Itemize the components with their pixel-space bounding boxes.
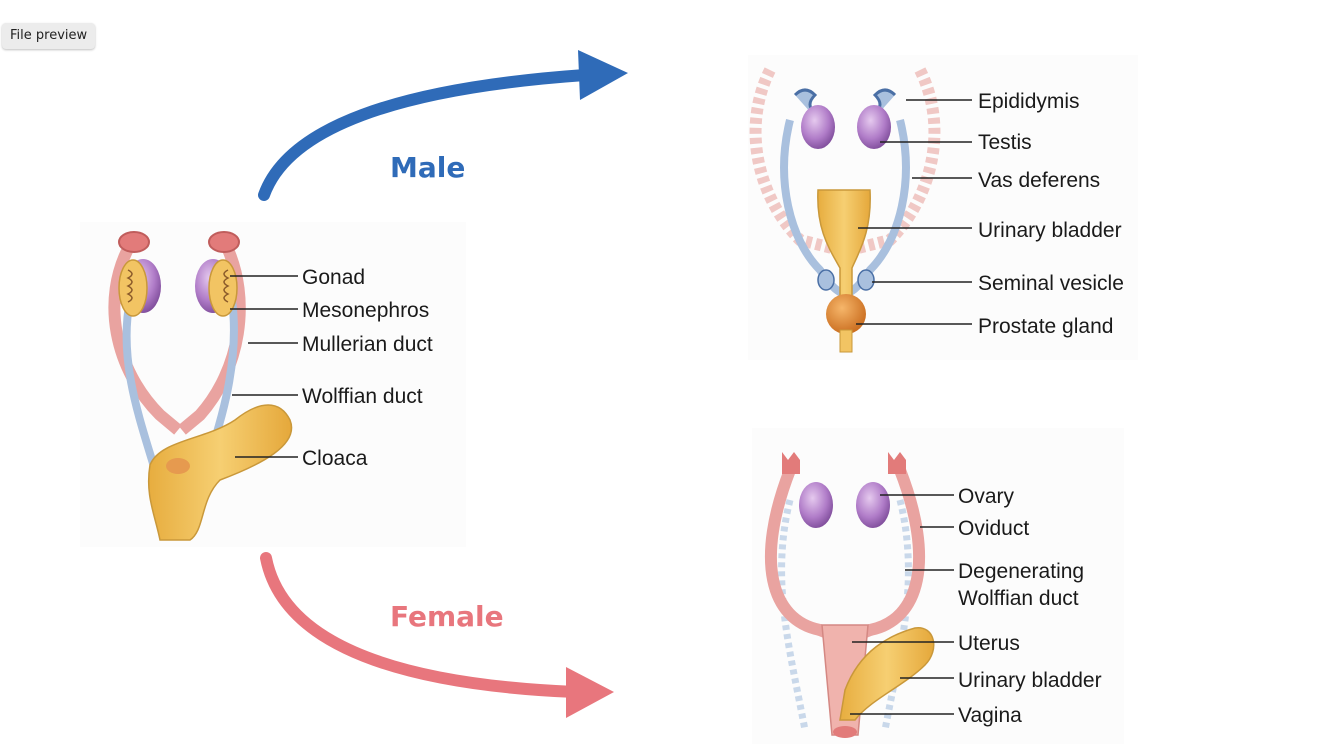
label-wolffian-duct: Wolffian duct (302, 385, 423, 408)
label-cloaca: Cloaca (302, 447, 368, 470)
male-label: Male (390, 151, 465, 184)
male-arrow (258, 50, 628, 201)
label-vagina: Vagina (958, 704, 1022, 727)
file-preview-badge[interactable]: File preview (2, 23, 96, 49)
female-illustration (752, 428, 1124, 744)
label-oviduct: Oviduct (958, 517, 1029, 540)
male-illustration (748, 55, 1138, 360)
label-mesonephros: Mesonephros (302, 299, 429, 322)
female-leader-lines (850, 494, 954, 715)
label-mullerian-duct: Mullerian duct (302, 333, 433, 356)
label-seminal-vesicle: Seminal vesicle (978, 272, 1124, 295)
label-epididymis: Epididymis (978, 90, 1080, 113)
label-ovary: Ovary (958, 485, 1015, 508)
label-prostate-gland: Prostate gland (978, 315, 1113, 338)
label-testis: Testis (978, 131, 1032, 154)
label-degenerating-wolffian-duct: Wolffian duct (958, 587, 1079, 610)
label-uterus: Uterus (958, 632, 1020, 655)
indifferent-leader-lines (230, 275, 298, 458)
label-degenerating: Degenerating (958, 560, 1084, 583)
female-label: Female (390, 600, 504, 633)
female-arrow (260, 552, 614, 718)
label-vas-deferens: Vas deferens (978, 169, 1100, 192)
label-gonad: Gonad (302, 266, 365, 289)
label-female-urinary-bladder: Urinary bladder (958, 669, 1102, 692)
male-leader-lines (856, 99, 972, 325)
label-male-urinary-bladder: Urinary bladder (978, 219, 1122, 242)
